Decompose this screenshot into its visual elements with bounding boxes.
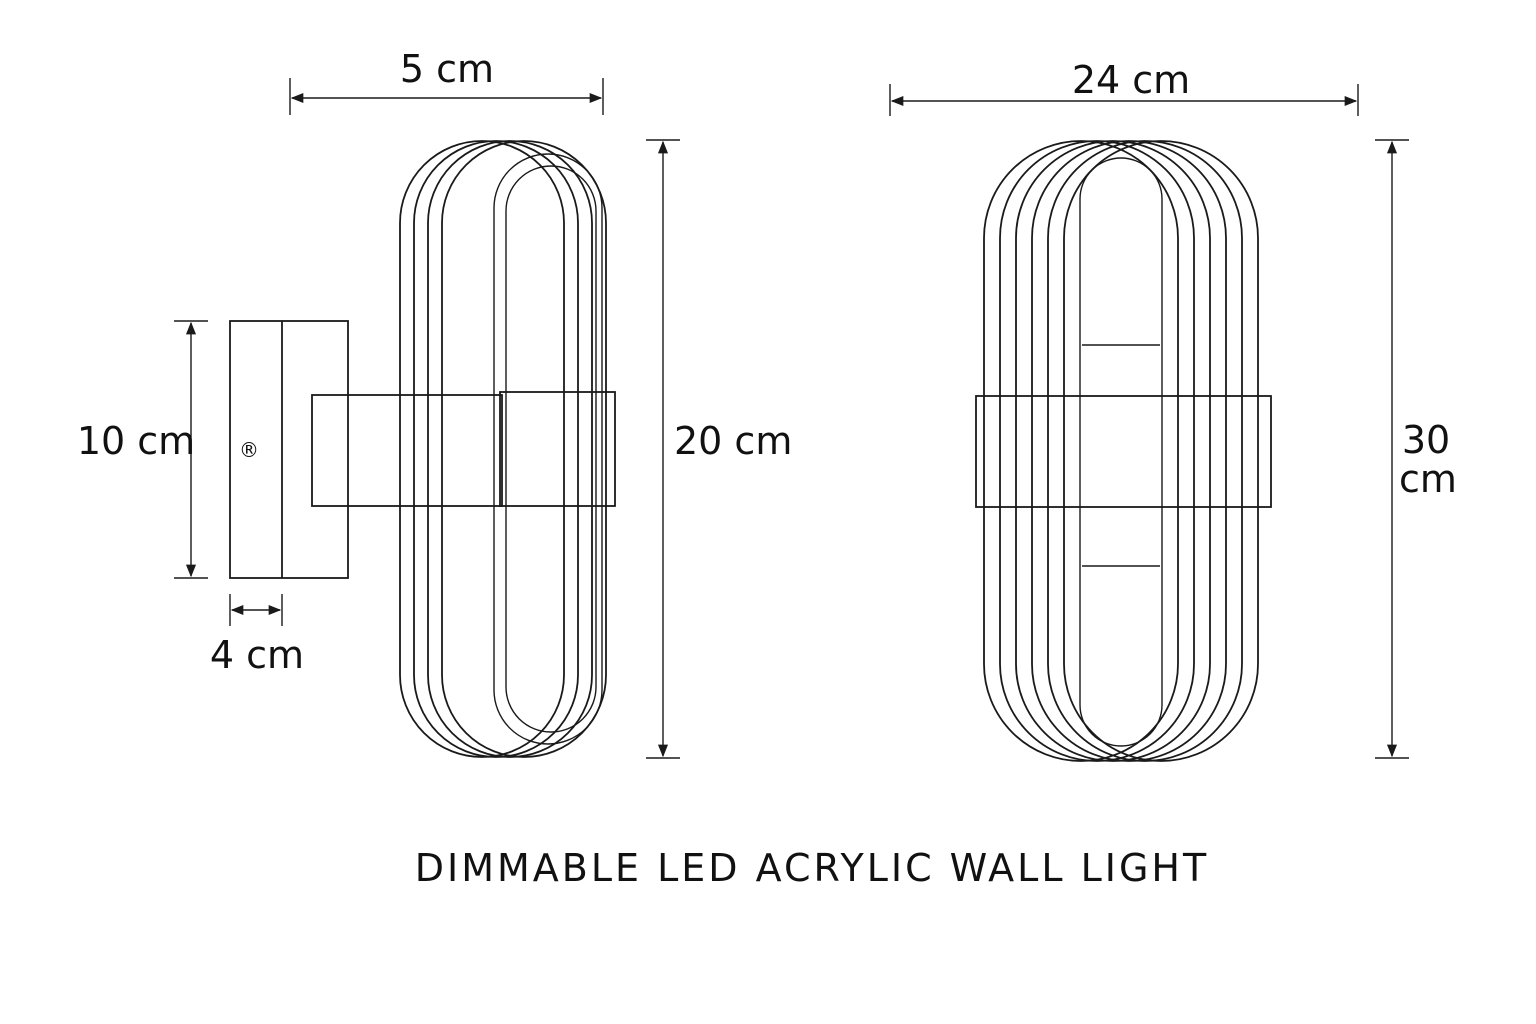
front-center-band (975, 395, 1272, 508)
side-arm-block (311, 391, 616, 507)
wall-plate: ® (229, 320, 349, 579)
plate-height-label: 10 cm (77, 419, 195, 463)
registered-mark: ® (239, 438, 259, 462)
dimension-plate-depth: 4 cm (210, 594, 304, 677)
dimension-front-height: 30 cm (1375, 139, 1457, 759)
front-height-label-line2: cm (1399, 457, 1457, 501)
front-acrylic-loops (983, 140, 1259, 762)
front-width-label: 24 cm (1072, 58, 1190, 102)
dimension-plate-height: 10 cm (77, 320, 208, 579)
front-height-label-line1: 30 (1402, 418, 1450, 462)
dimension-side-height: 20 cm (646, 139, 792, 759)
side-view: ® 5 cm 20 cm (77, 47, 792, 759)
plate-depth-label: 4 cm (210, 633, 304, 677)
side-acrylic-loops (399, 140, 607, 758)
side-height-label: 20 cm (674, 419, 792, 463)
drawing-title: DIMMABLE LED ACRYLIC WALL LIGHT (415, 846, 1209, 890)
dimension-front-width: 24 cm (889, 58, 1359, 116)
side-depth-label: 5 cm (400, 47, 494, 91)
front-view: 24 cm 30 cm (889, 58, 1457, 762)
dimension-side-depth: 5 cm (289, 47, 604, 115)
